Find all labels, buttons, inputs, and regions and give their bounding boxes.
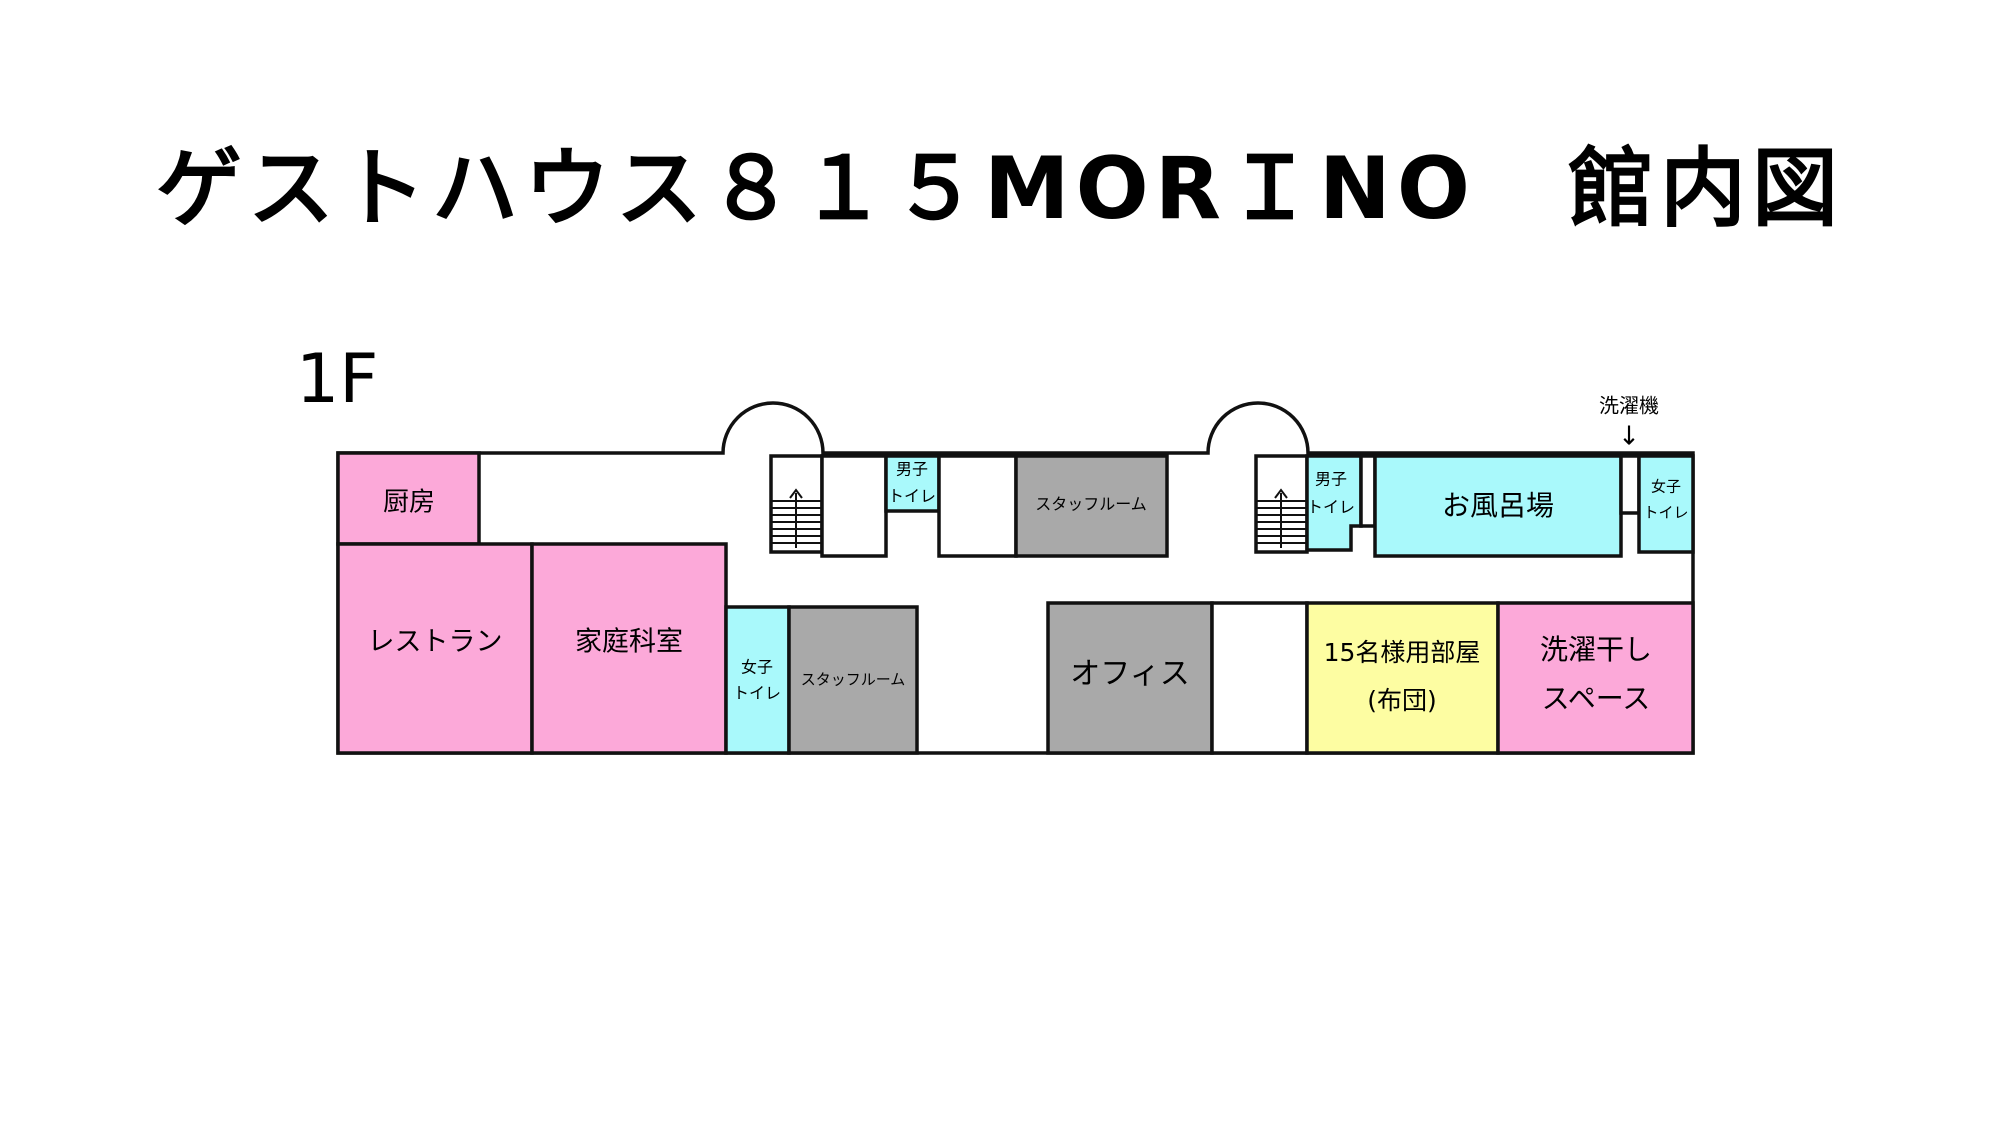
floor-label: 1F xyxy=(296,340,379,419)
corridor-room-3 xyxy=(1210,601,1309,755)
stairs-treads-2 xyxy=(1257,493,1306,548)
label-women-toilet-1-line1: 女子 xyxy=(741,658,773,677)
corridor-room-2 xyxy=(937,454,1018,558)
room-women-toilet-2 xyxy=(1637,454,1695,554)
corridor-room-1 xyxy=(820,454,888,558)
label-men-toilet-1-line2: トイレ xyxy=(888,487,936,506)
label-women-toilet-2-line2: トイレ xyxy=(1643,504,1688,522)
label-women-toilet-1-line2: トイレ xyxy=(733,684,781,703)
label-drying-line2: スペース xyxy=(1542,682,1651,715)
room-dorm xyxy=(1305,601,1500,755)
stairs-up-arrow-icon xyxy=(789,488,803,499)
stairs-treads-1 xyxy=(772,493,821,548)
label-dorm-line2: (布団) xyxy=(1367,686,1437,715)
label-restaurant: レストラン xyxy=(368,627,503,658)
room-drying xyxy=(1496,601,1695,755)
washer-arrow-icon: ↓ xyxy=(1618,422,1640,452)
label-men-toilet-1-line1: 男子 xyxy=(896,460,928,479)
room-men-toilet-1 xyxy=(884,454,941,513)
room-staff-room-1 xyxy=(787,605,919,755)
stairs-up-arrow-icon xyxy=(1274,488,1288,499)
pipe-space xyxy=(1359,454,1377,528)
label-bath: お風呂場 xyxy=(1442,489,1554,522)
label-drying-line1: 洗濯干し xyxy=(1540,633,1652,666)
label-men-toilet-2-line1: 男子 xyxy=(1315,470,1347,489)
label-washer: 洗濯機 xyxy=(1599,394,1659,418)
label-men-toilet-2-line2: トイレ xyxy=(1307,498,1355,517)
room-home-ec xyxy=(530,542,728,755)
label-staff-room-2: スタッフルーム xyxy=(1035,495,1147,514)
label-home-ec: 家庭科室 xyxy=(575,627,683,658)
label-dorm-line1: 15名様用部屋 xyxy=(1324,638,1481,667)
label-staff-room-1: スタッフルーム xyxy=(801,671,906,689)
page-title: ゲストハウス８１５MORＩNO 館内図 xyxy=(156,139,1844,239)
label-women-toilet-2-line1: 女子 xyxy=(1651,478,1681,496)
room-women-toilet-1 xyxy=(724,605,791,755)
washer-space xyxy=(1619,454,1641,515)
label-kitchen: 厨房 xyxy=(383,488,435,518)
room-staff-room-2 xyxy=(1014,454,1169,558)
room-bath xyxy=(1373,454,1623,558)
room-office xyxy=(1046,601,1214,755)
label-office: オフィス xyxy=(1070,657,1189,692)
